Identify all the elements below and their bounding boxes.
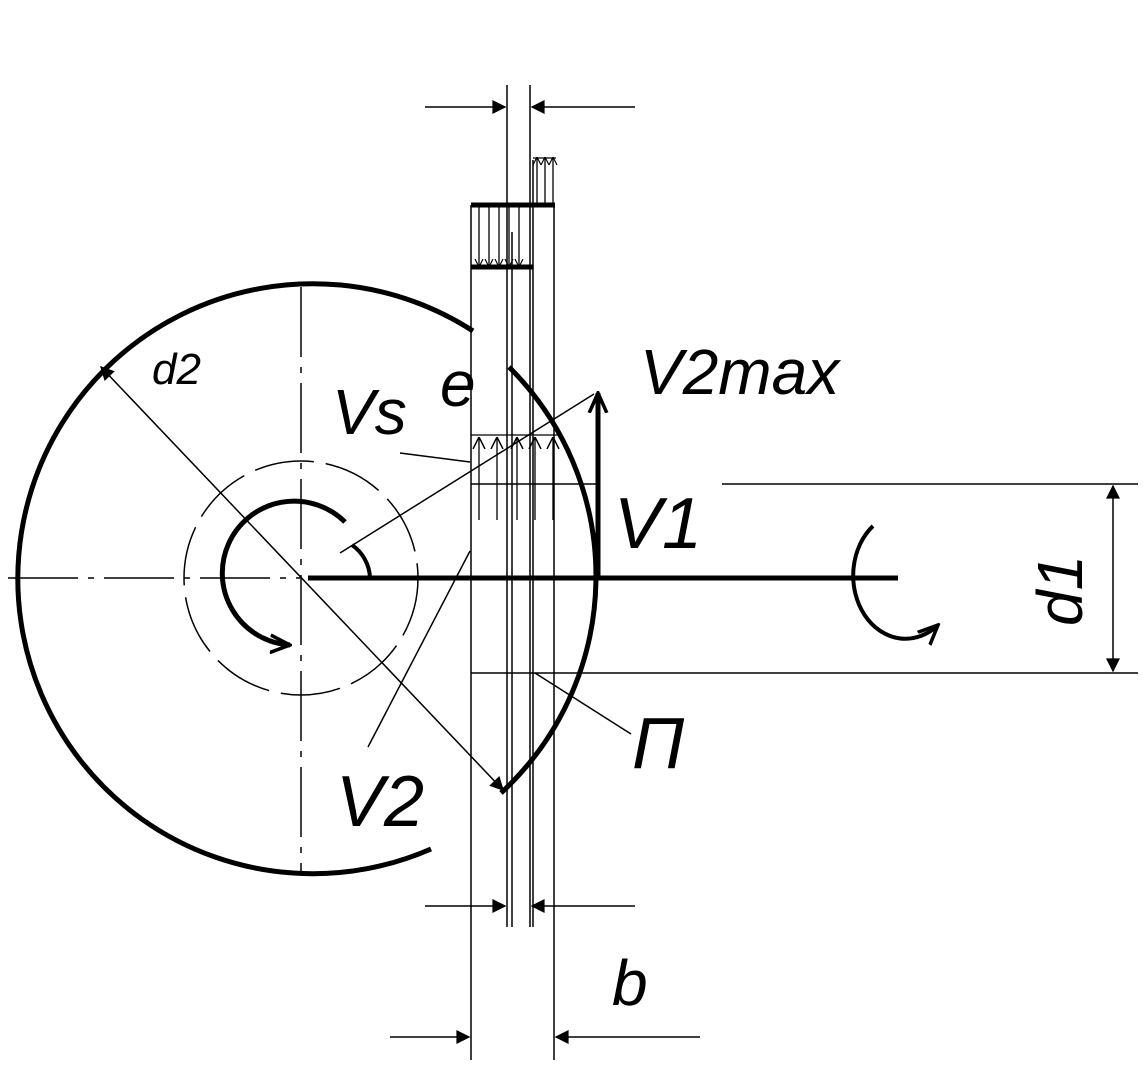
worm-rotation-arrow — [851, 524, 938, 639]
d2-dimension-line — [100, 365, 504, 792]
wheel-outline-main — [15, 281, 475, 877]
sliding-velocity-profile — [471, 434, 576, 520]
wheel-rotation-arrow — [219, 498, 347, 645]
wheel-outline-right — [499, 365, 599, 795]
vs-leader — [399, 452, 471, 463]
label-v1: V1 — [614, 484, 702, 564]
v2-leader — [367, 550, 471, 748]
tooth-vertical-lines — [470, 85, 555, 1060]
label-v2max: V2max — [640, 336, 841, 408]
angle-arc — [350, 543, 372, 579]
label-d2: d2 — [152, 345, 201, 394]
label-v2: V2 — [336, 762, 424, 842]
worm-wheel — [15, 281, 599, 877]
label-d1: d1 — [1024, 555, 1096, 626]
label-e: e — [440, 348, 476, 420]
label-b: b — [612, 947, 648, 1019]
top-velocity-profile — [471, 157, 556, 270]
vs-vector — [339, 393, 595, 554]
label-p: П — [632, 704, 685, 784]
label-vs: Vs — [332, 376, 407, 448]
p-leader — [534, 672, 632, 735]
